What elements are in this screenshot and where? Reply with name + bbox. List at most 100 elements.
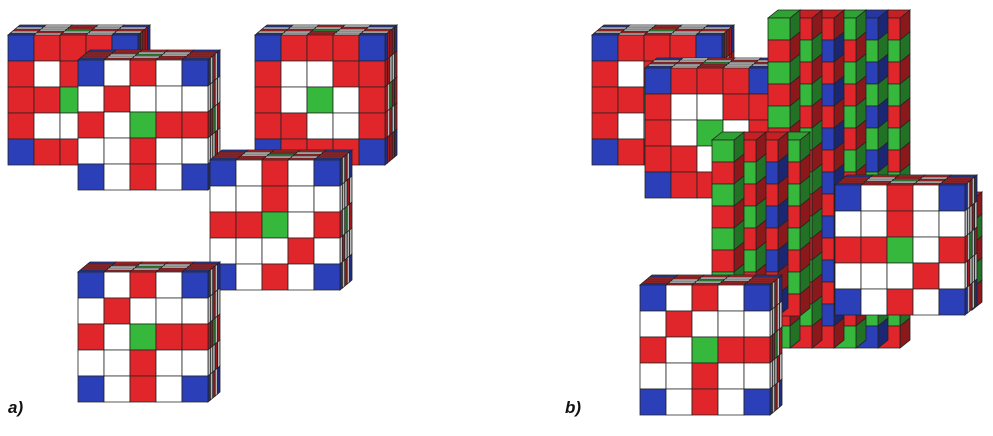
cube-top-cell (897, 175, 925, 177)
panel-a-label: a) (8, 398, 23, 418)
stack-cell-front (712, 162, 734, 184)
cube-top-cell (122, 25, 150, 27)
cube-top-cell (602, 25, 630, 27)
cube-front-cell (666, 363, 692, 389)
stack-cell-front (768, 62, 790, 84)
cube-front-cell (618, 87, 644, 113)
cube-front-cell (156, 112, 182, 138)
cube-top-cell (680, 25, 708, 27)
stack-cell-front (712, 228, 734, 250)
cube-top-cell (317, 25, 345, 27)
cube-front-cell (156, 298, 182, 324)
cube-side-cell (780, 379, 782, 407)
cube-front-cell (8, 139, 34, 165)
cube-front-cell (262, 160, 288, 186)
cube-front-cell (718, 363, 744, 389)
cube-front-cell (288, 264, 314, 290)
cube-front-cell (262, 212, 288, 238)
cube-front-cell (255, 87, 281, 113)
cube-side-cell (975, 279, 977, 307)
cube-front-cell (236, 212, 262, 238)
cube-front-cell (78, 298, 104, 324)
cube-front-cell (692, 363, 718, 389)
cube-top-cell (702, 275, 730, 277)
cube-front-cell (671, 172, 697, 198)
cube-front-cell (887, 211, 913, 237)
cube-top-cell (246, 150, 274, 152)
cube-front-cell (645, 146, 671, 172)
cube-front-cell (156, 324, 182, 350)
cube-front-cell (104, 138, 130, 164)
cube-front-cell (666, 285, 692, 311)
cube-top-cell (18, 25, 46, 27)
cube-front-cell (104, 376, 130, 402)
cube-front-cell (618, 35, 644, 61)
cube-front-cell (156, 272, 182, 298)
cube-top-cell (681, 58, 709, 60)
cube-side-cell (395, 129, 397, 157)
cube-front-cell (640, 389, 666, 415)
cube-front-cell (307, 87, 333, 113)
cube-front-cell (288, 238, 314, 264)
cube-side-cell (218, 102, 220, 130)
cube-top-cell (166, 50, 194, 52)
cube-front-cell (78, 324, 104, 350)
cube-front-cell (156, 164, 182, 190)
cube-front-cell (182, 298, 208, 324)
stack-cell-front (712, 250, 734, 272)
cube-front-cell (692, 389, 718, 415)
cube-front-cell (307, 61, 333, 87)
cube-top-cell (949, 175, 977, 177)
cube-front-cell (645, 120, 671, 146)
cube-front-cell (640, 363, 666, 389)
cube-front-cell (744, 337, 770, 363)
cube-front-cell (281, 113, 307, 139)
cube-top-cell (114, 262, 142, 264)
cube-front-cell (887, 289, 913, 315)
cube-front-cell (887, 237, 913, 263)
cube-front-cell (861, 237, 887, 263)
cube-front-cell (182, 272, 208, 298)
cube-top-cell (192, 262, 220, 264)
cube-front-cell (8, 61, 34, 87)
cube-side-cell (395, 51, 397, 79)
cube-front-cell (8, 35, 34, 61)
cube-front-cell (210, 160, 236, 186)
cube-top-cell (369, 25, 397, 27)
cube-top-cell (324, 150, 352, 152)
cube-front-cell (182, 324, 208, 350)
cube-front-cell (314, 238, 340, 264)
cube-side-cell (350, 228, 352, 256)
cube-front-cell (592, 139, 618, 165)
cube-side-cell (218, 50, 220, 78)
cube-front-cell (307, 35, 333, 61)
cube-front-cell (156, 138, 182, 164)
cube-side-cell (975, 175, 977, 203)
cube-top-cell (923, 175, 951, 177)
cube-front-cell (333, 113, 359, 139)
cube-top-cell (728, 275, 756, 277)
cube-front-cell (236, 186, 262, 212)
cube-side-cell (350, 150, 352, 178)
cube-front-cell (281, 35, 307, 61)
cube-front-cell (913, 263, 939, 289)
cube-side-cell (780, 275, 782, 303)
cube-front-cell (262, 186, 288, 212)
cube-front-cell (182, 376, 208, 402)
cube-front-cell (156, 376, 182, 402)
cube-front-cell (939, 185, 965, 211)
cube-front-cell (130, 164, 156, 190)
cube-front-cell (78, 138, 104, 164)
panel-a (8, 25, 397, 402)
cube-front-cell (644, 35, 670, 61)
cube-front-cell (34, 61, 60, 87)
cube-front-cell (913, 185, 939, 211)
cube-b4 (640, 275, 782, 415)
cube-side-cell (218, 262, 220, 290)
cube-top-cell (733, 58, 761, 60)
cube-front-cell (671, 120, 697, 146)
cube-front-cell (78, 164, 104, 190)
cube-front-cell (861, 263, 887, 289)
stack-cell-front (768, 40, 790, 62)
panel-b (592, 10, 982, 415)
